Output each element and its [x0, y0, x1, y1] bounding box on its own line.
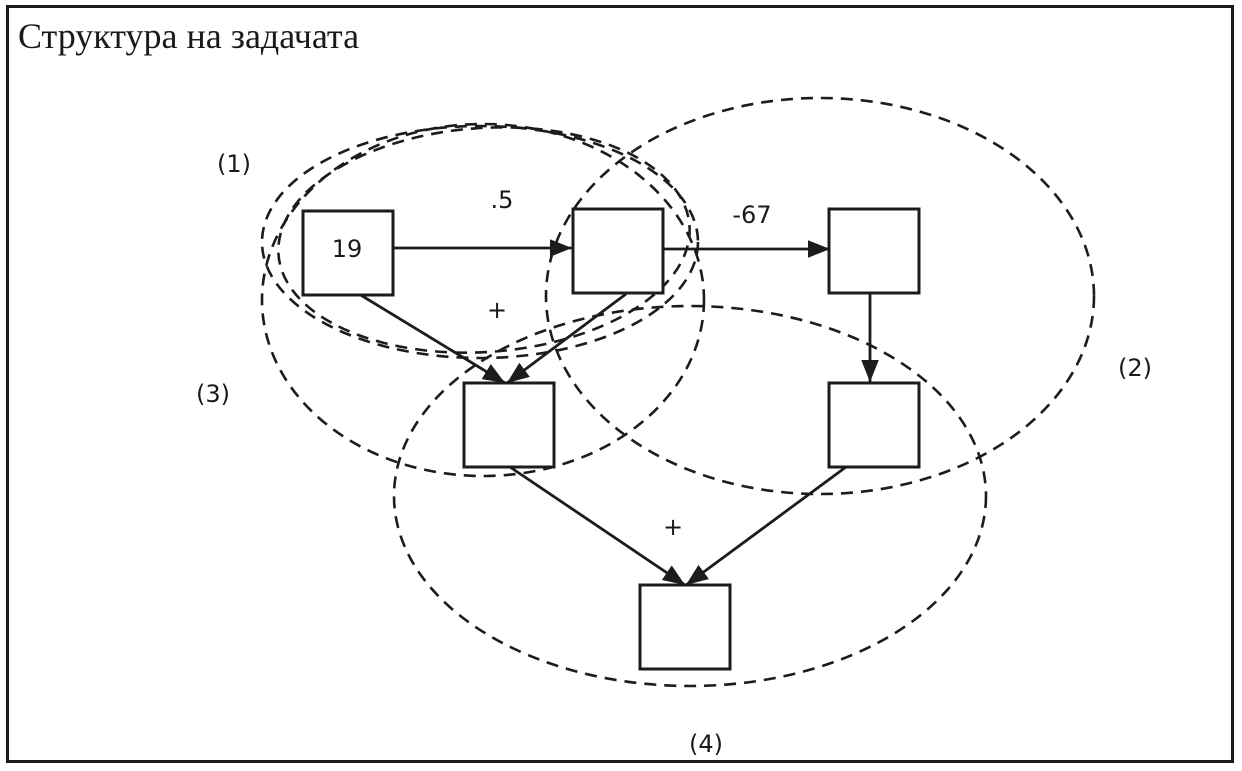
- group-label-2: (2): [1118, 354, 1152, 382]
- group-label-4: (4): [689, 730, 723, 758]
- node-value: 19: [332, 235, 363, 263]
- edge-n5-n6: [685, 465, 847, 587]
- diagram-frame: [6, 5, 1234, 763]
- node-n1: 19: [301, 209, 395, 297]
- diagram-title: Структура на задачата: [18, 16, 360, 56]
- edge-n4-n6: [509, 465, 686, 587]
- edge-label-n4-n6: +: [663, 513, 683, 541]
- group-ellipse-1: [277, 126, 691, 354]
- edge-n2-n4: [506, 292, 627, 385]
- group-label-1: (1): [217, 150, 251, 178]
- node-n4: [462, 381, 556, 469]
- group-ellipse-3: [260, 122, 706, 478]
- node-n5: [827, 381, 921, 469]
- edge-n1-n4: [358, 292, 506, 385]
- group-ellipse-1a: [260, 124, 700, 360]
- node-n6: [638, 583, 732, 671]
- group-ellipse-4: [392, 304, 988, 688]
- group-label-3: (3): [196, 380, 230, 408]
- edge-label-n1-n4: +: [487, 296, 507, 324]
- edge-label-n1-n2: .5: [491, 186, 514, 214]
- node-n3: [827, 207, 921, 295]
- edge-label-n2-n3: -67: [732, 201, 771, 229]
- node-n2: [571, 207, 665, 295]
- group-ellipse-2: [544, 96, 1096, 496]
